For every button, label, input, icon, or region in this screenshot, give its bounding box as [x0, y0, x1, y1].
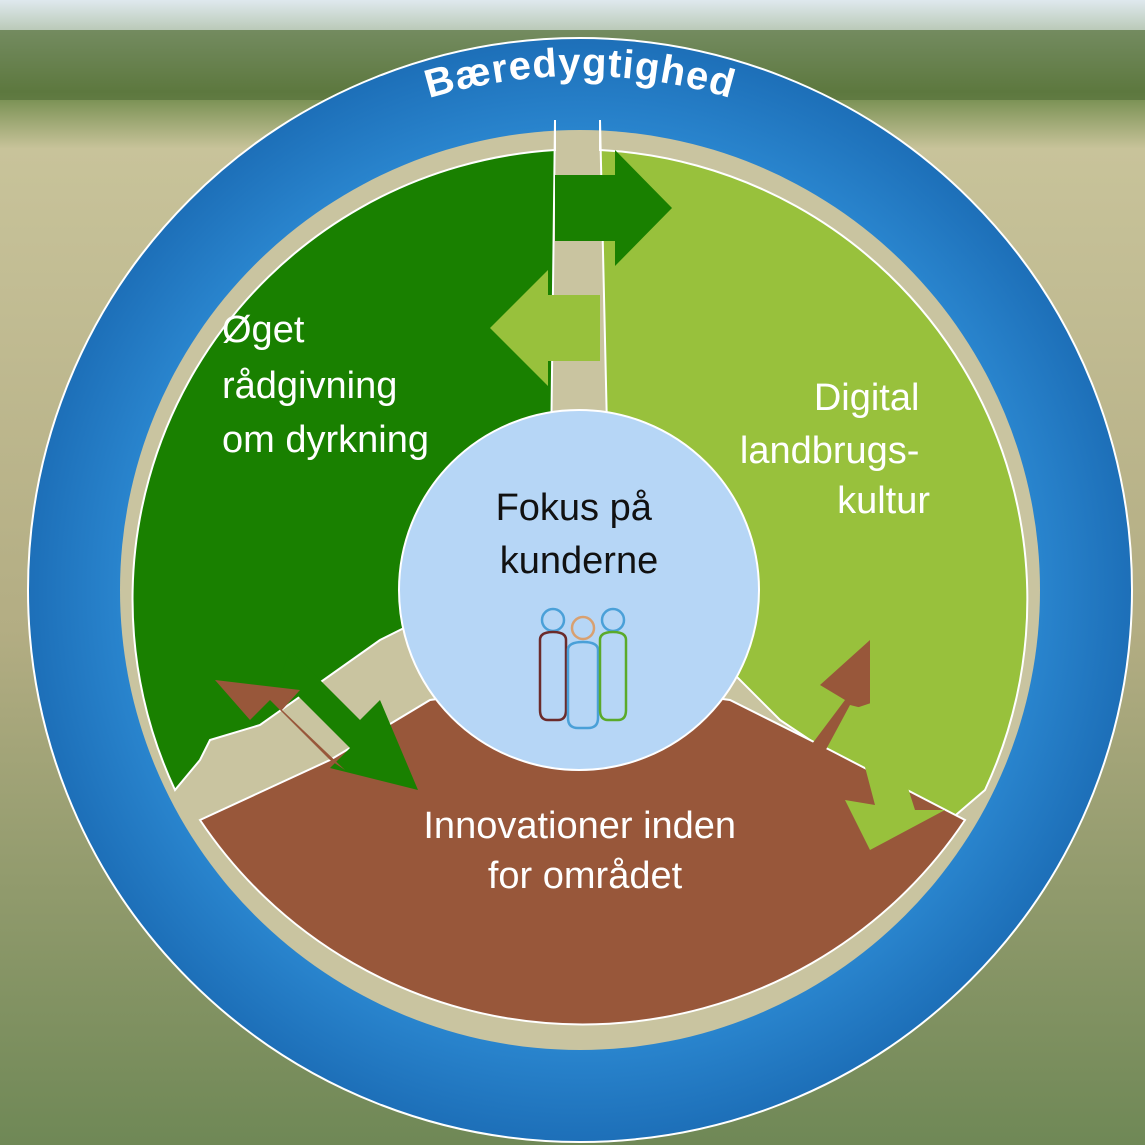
segment-right-line-1: Digital — [814, 377, 920, 419]
center-line-2: kunderne — [500, 540, 658, 582]
segment-right-line-2: landbrugs- — [740, 430, 920, 472]
arrow-right-to-bottom — [845, 700, 945, 850]
segment-left-line-2: rådgivning — [222, 365, 397, 407]
center-line-1: Fokus på — [496, 487, 653, 529]
segment-left-line-3: om dyrkning — [222, 419, 429, 461]
center-label: Fokus på kunderne — [496, 487, 663, 582]
arrow-left-to-bottom — [280, 650, 418, 790]
segment-right-line-3: kultur — [837, 480, 930, 522]
segment-left-green — [131, 119, 556, 792]
segment-bottom-line-2: for området — [488, 855, 683, 897]
segment-right-label: Digital landbrugs- kultur — [740, 377, 930, 522]
center-circle — [398, 409, 760, 771]
arrow-bottom-to-right — [800, 640, 870, 770]
segment-left-line-1: Øget — [222, 309, 305, 351]
segment-bottom-label: Innovationer inden for området — [423, 805, 746, 897]
arrow-left-to-right — [555, 150, 672, 266]
people-group-icon — [538, 607, 628, 730]
arrow-bottom-to-left — [215, 680, 345, 770]
segment-bottom-line-1: Innovationer inden — [423, 805, 736, 847]
segment-left-label: Øget rådgivning om dyrkning — [222, 309, 429, 461]
arrow-right-to-left — [490, 270, 600, 386]
